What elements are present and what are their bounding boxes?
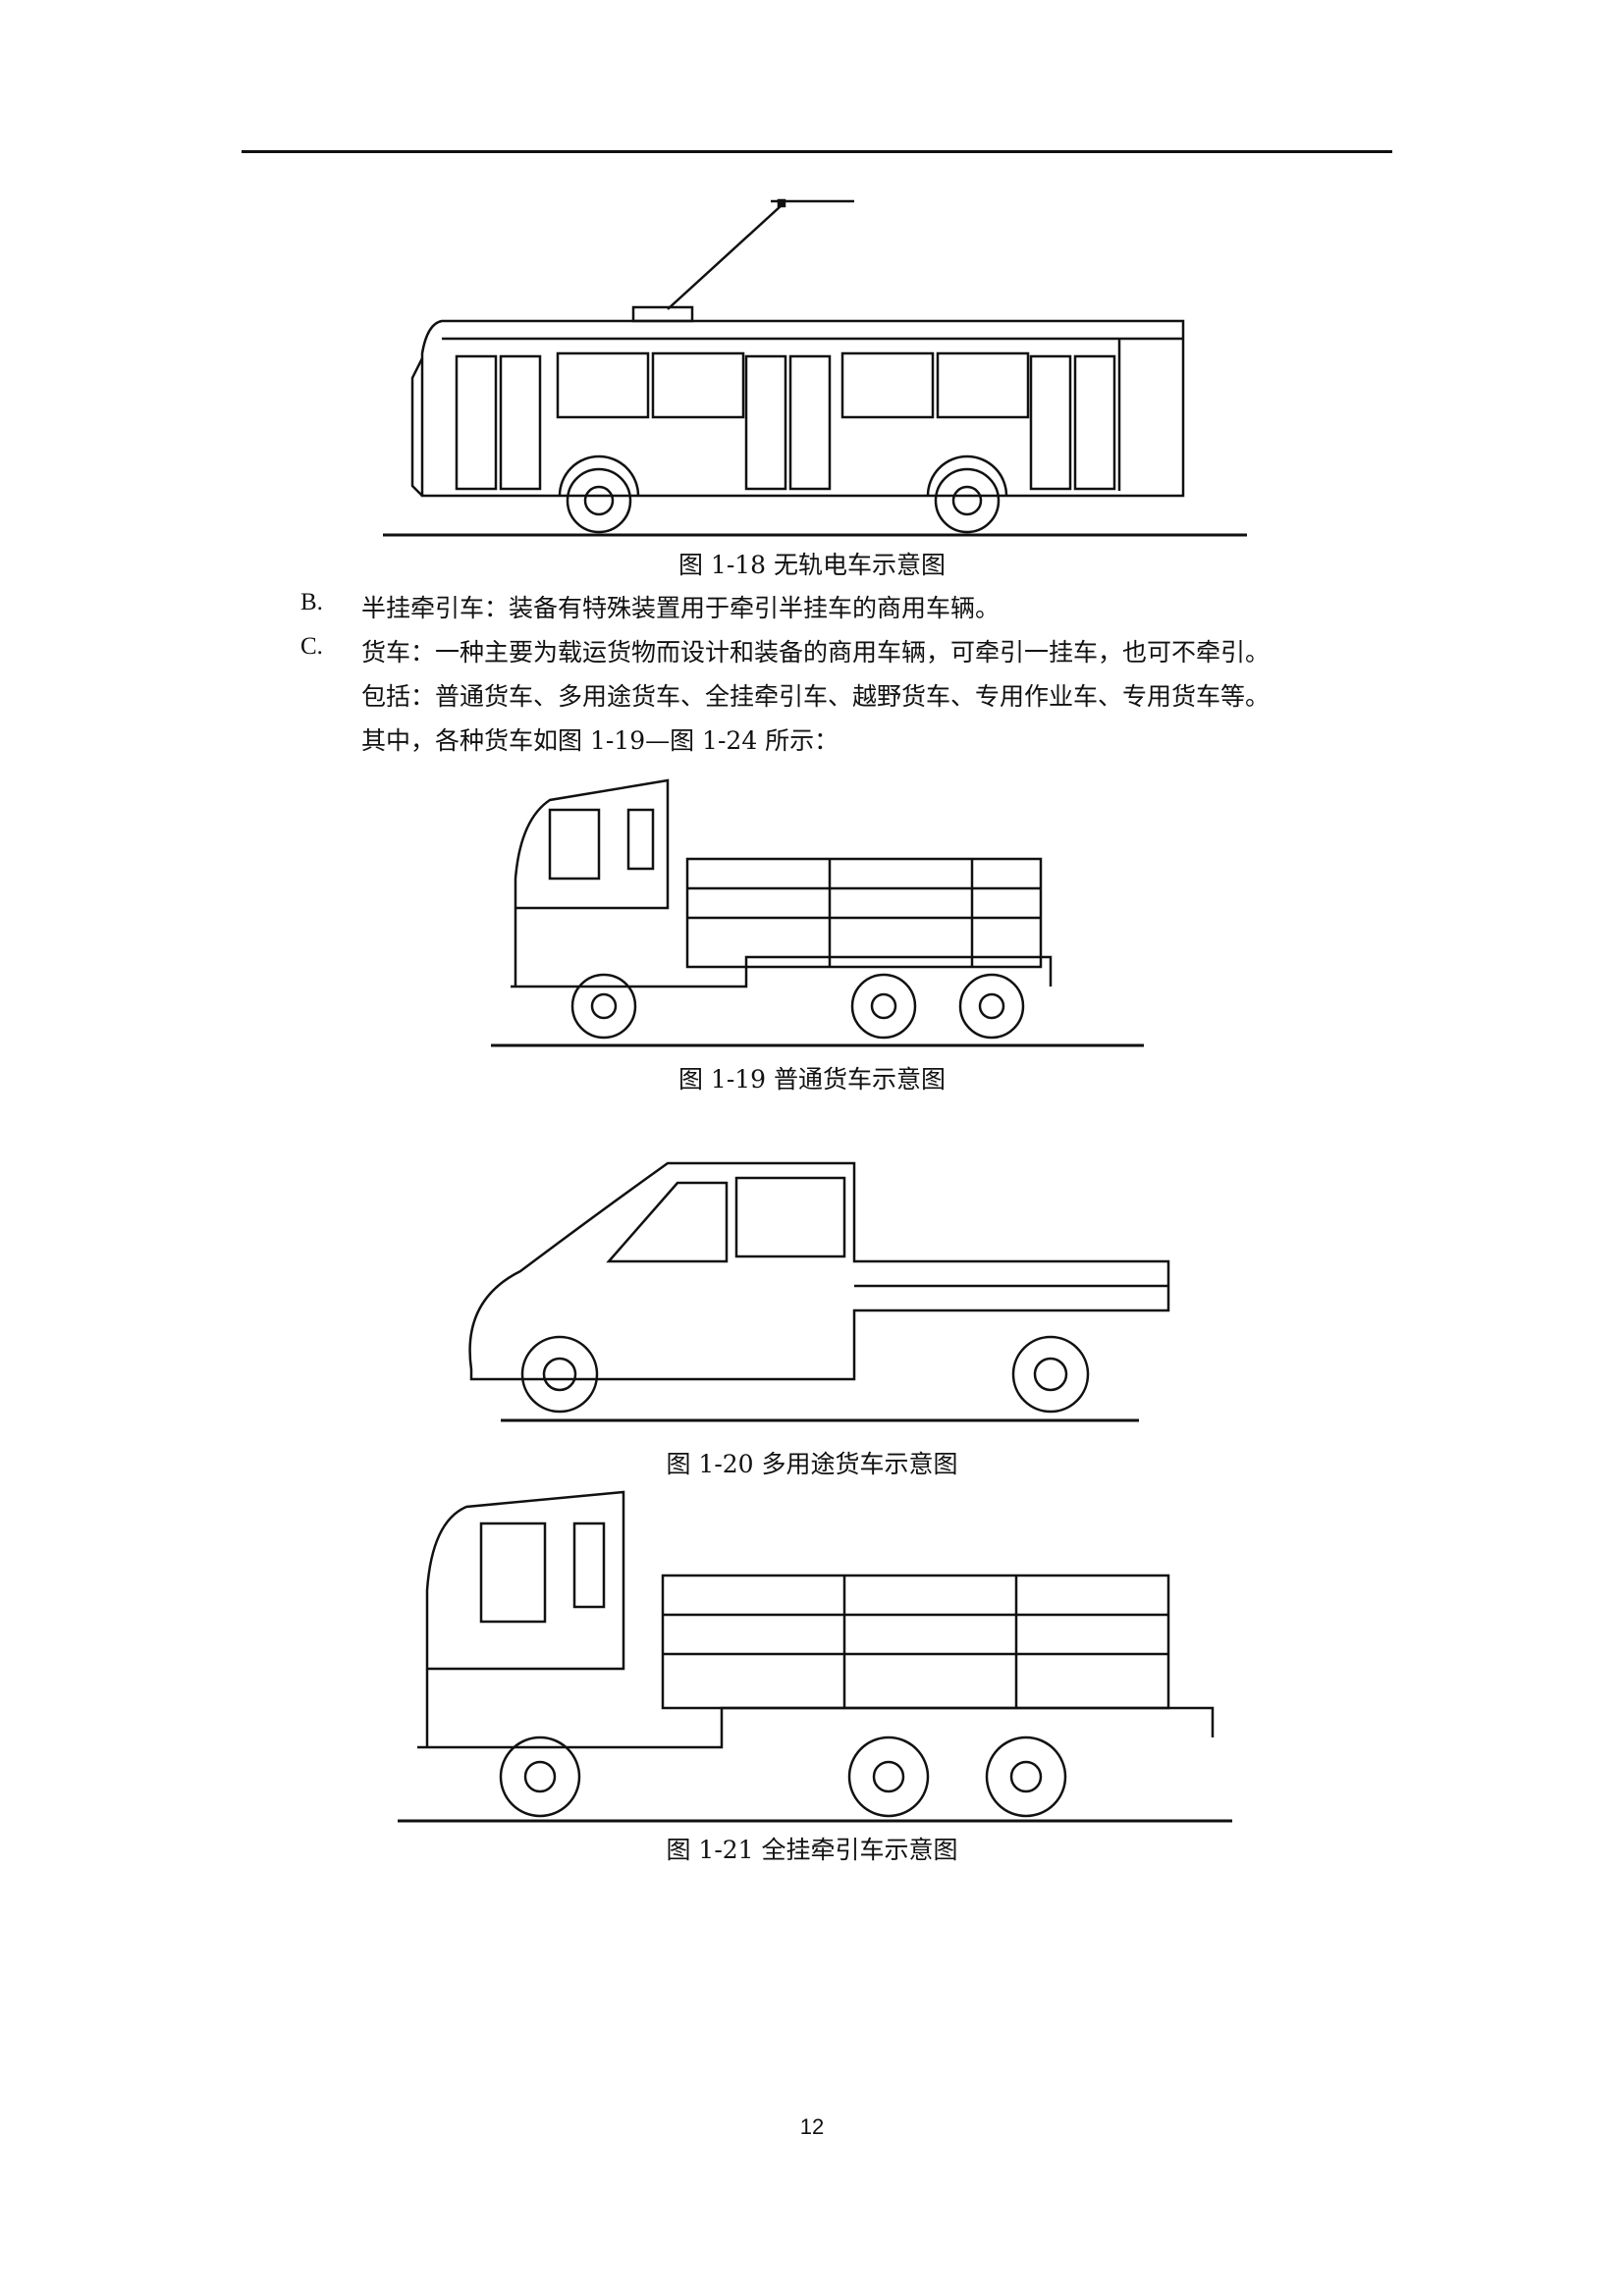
general-truck-illustration <box>491 778 1144 1047</box>
full-trailer-tractor-illustration <box>398 1490 1232 1823</box>
page-number: 12 <box>799 2114 825 2139</box>
multipurpose-truck-illustration <box>468 1161 1170 1422</box>
figure-caption: 图 1-19 普通货车示意图 <box>677 1065 947 1094</box>
figure-caption: 图 1-18 无轨电车示意图 <box>677 551 947 579</box>
paragraph-line: 包括：普通货车、多用途货车、全挂牵引车、越野货车、专用作业车、专用货车等。 <box>361 682 1271 711</box>
paragraph-line: 货车：一种主要为载运货物而设计和装备的商用车辆，可牵引一挂车，也可不牵引。 <box>361 638 1271 667</box>
list-marker: C. <box>300 633 323 660</box>
paragraph-line: 半挂牵引车：装备有特殊装置用于牵引半挂车的商用车辆。 <box>361 594 1001 622</box>
figure-caption: 图 1-20 多用途货车示意图 <box>666 1450 958 1478</box>
trolleybus-illustration <box>383 198 1247 537</box>
header-rule <box>242 150 1392 153</box>
figure-caption: 图 1-21 全挂牵引车示意图 <box>666 1836 958 1864</box>
paragraph-line: 其中，各种货车如图 1-19—图 1-24 所示： <box>361 726 839 755</box>
list-marker: B. <box>300 589 323 615</box>
